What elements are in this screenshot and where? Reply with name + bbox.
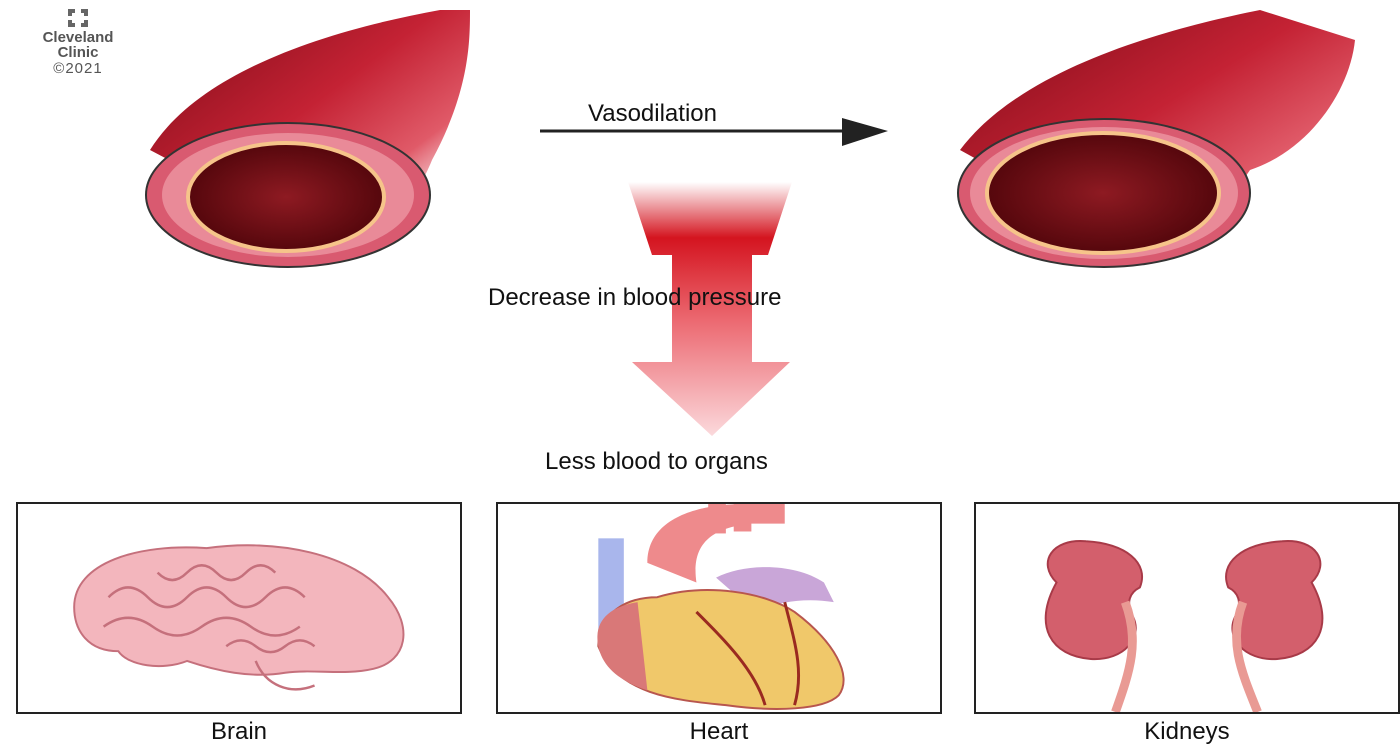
organ-caption-brain: Brain xyxy=(16,718,462,746)
organ-caption-kidneys: Kidneys xyxy=(974,718,1400,746)
heart-illustration xyxy=(498,504,940,712)
less-blood-label: Less blood to organs xyxy=(545,448,768,476)
vessel-before xyxy=(146,10,470,267)
right-kidney xyxy=(1226,541,1322,712)
decrease-label: Decrease in blood pressure xyxy=(488,284,782,312)
brain-illustration xyxy=(18,504,460,712)
vasodilation-illustration xyxy=(0,0,1400,500)
brain-panel xyxy=(16,502,462,714)
heart-panel xyxy=(496,502,942,714)
kidneys-panel xyxy=(974,502,1400,714)
organ-caption-heart: Heart xyxy=(496,718,942,746)
kidneys-illustration xyxy=(976,504,1398,712)
vessel-after xyxy=(958,10,1355,267)
left-kidney xyxy=(1046,541,1142,712)
vasodilation-label: Vasodilation xyxy=(588,100,717,128)
